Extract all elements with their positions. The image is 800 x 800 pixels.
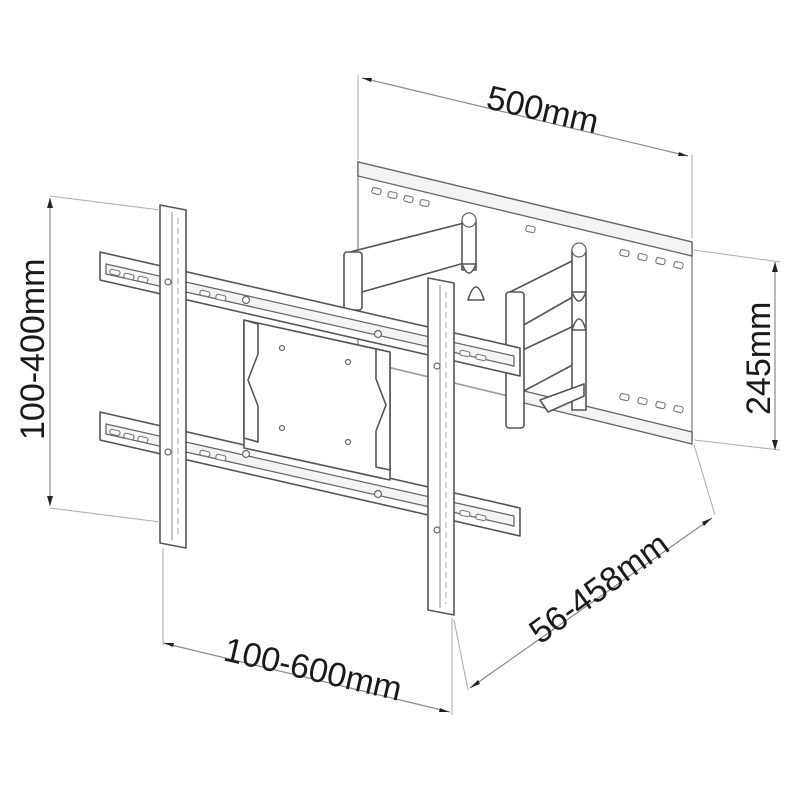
tv-vertical-bracket-right (427, 277, 455, 616)
tv-vertical-bracket-left (159, 204, 187, 549)
label-245mm: 245mm (740, 302, 778, 415)
label-100-600mm: 100-600mm (220, 631, 405, 709)
center-mount-plate (241, 295, 391, 499)
label-56-458mm: 56-458mm (522, 525, 676, 651)
dimension-vesa-horizontal: 100-600mm (162, 548, 453, 715)
articulating-arm-lower (467, 242, 587, 429)
dimension-extension: 56-458mm (453, 444, 716, 691)
rail-slots-top (109, 268, 487, 362)
dimension-wall-plate-height: 245mm (693, 249, 781, 451)
rail-slots-bottom (109, 428, 487, 522)
wall-plate-slots (371, 187, 684, 414)
tv-horizontal-rail-top (99, 251, 521, 377)
dimension-vesa-vertical: 100-400mm (14, 195, 161, 523)
label-100-400mm: 100-400mm (14, 259, 52, 440)
label-500mm: 500mm (483, 79, 602, 142)
